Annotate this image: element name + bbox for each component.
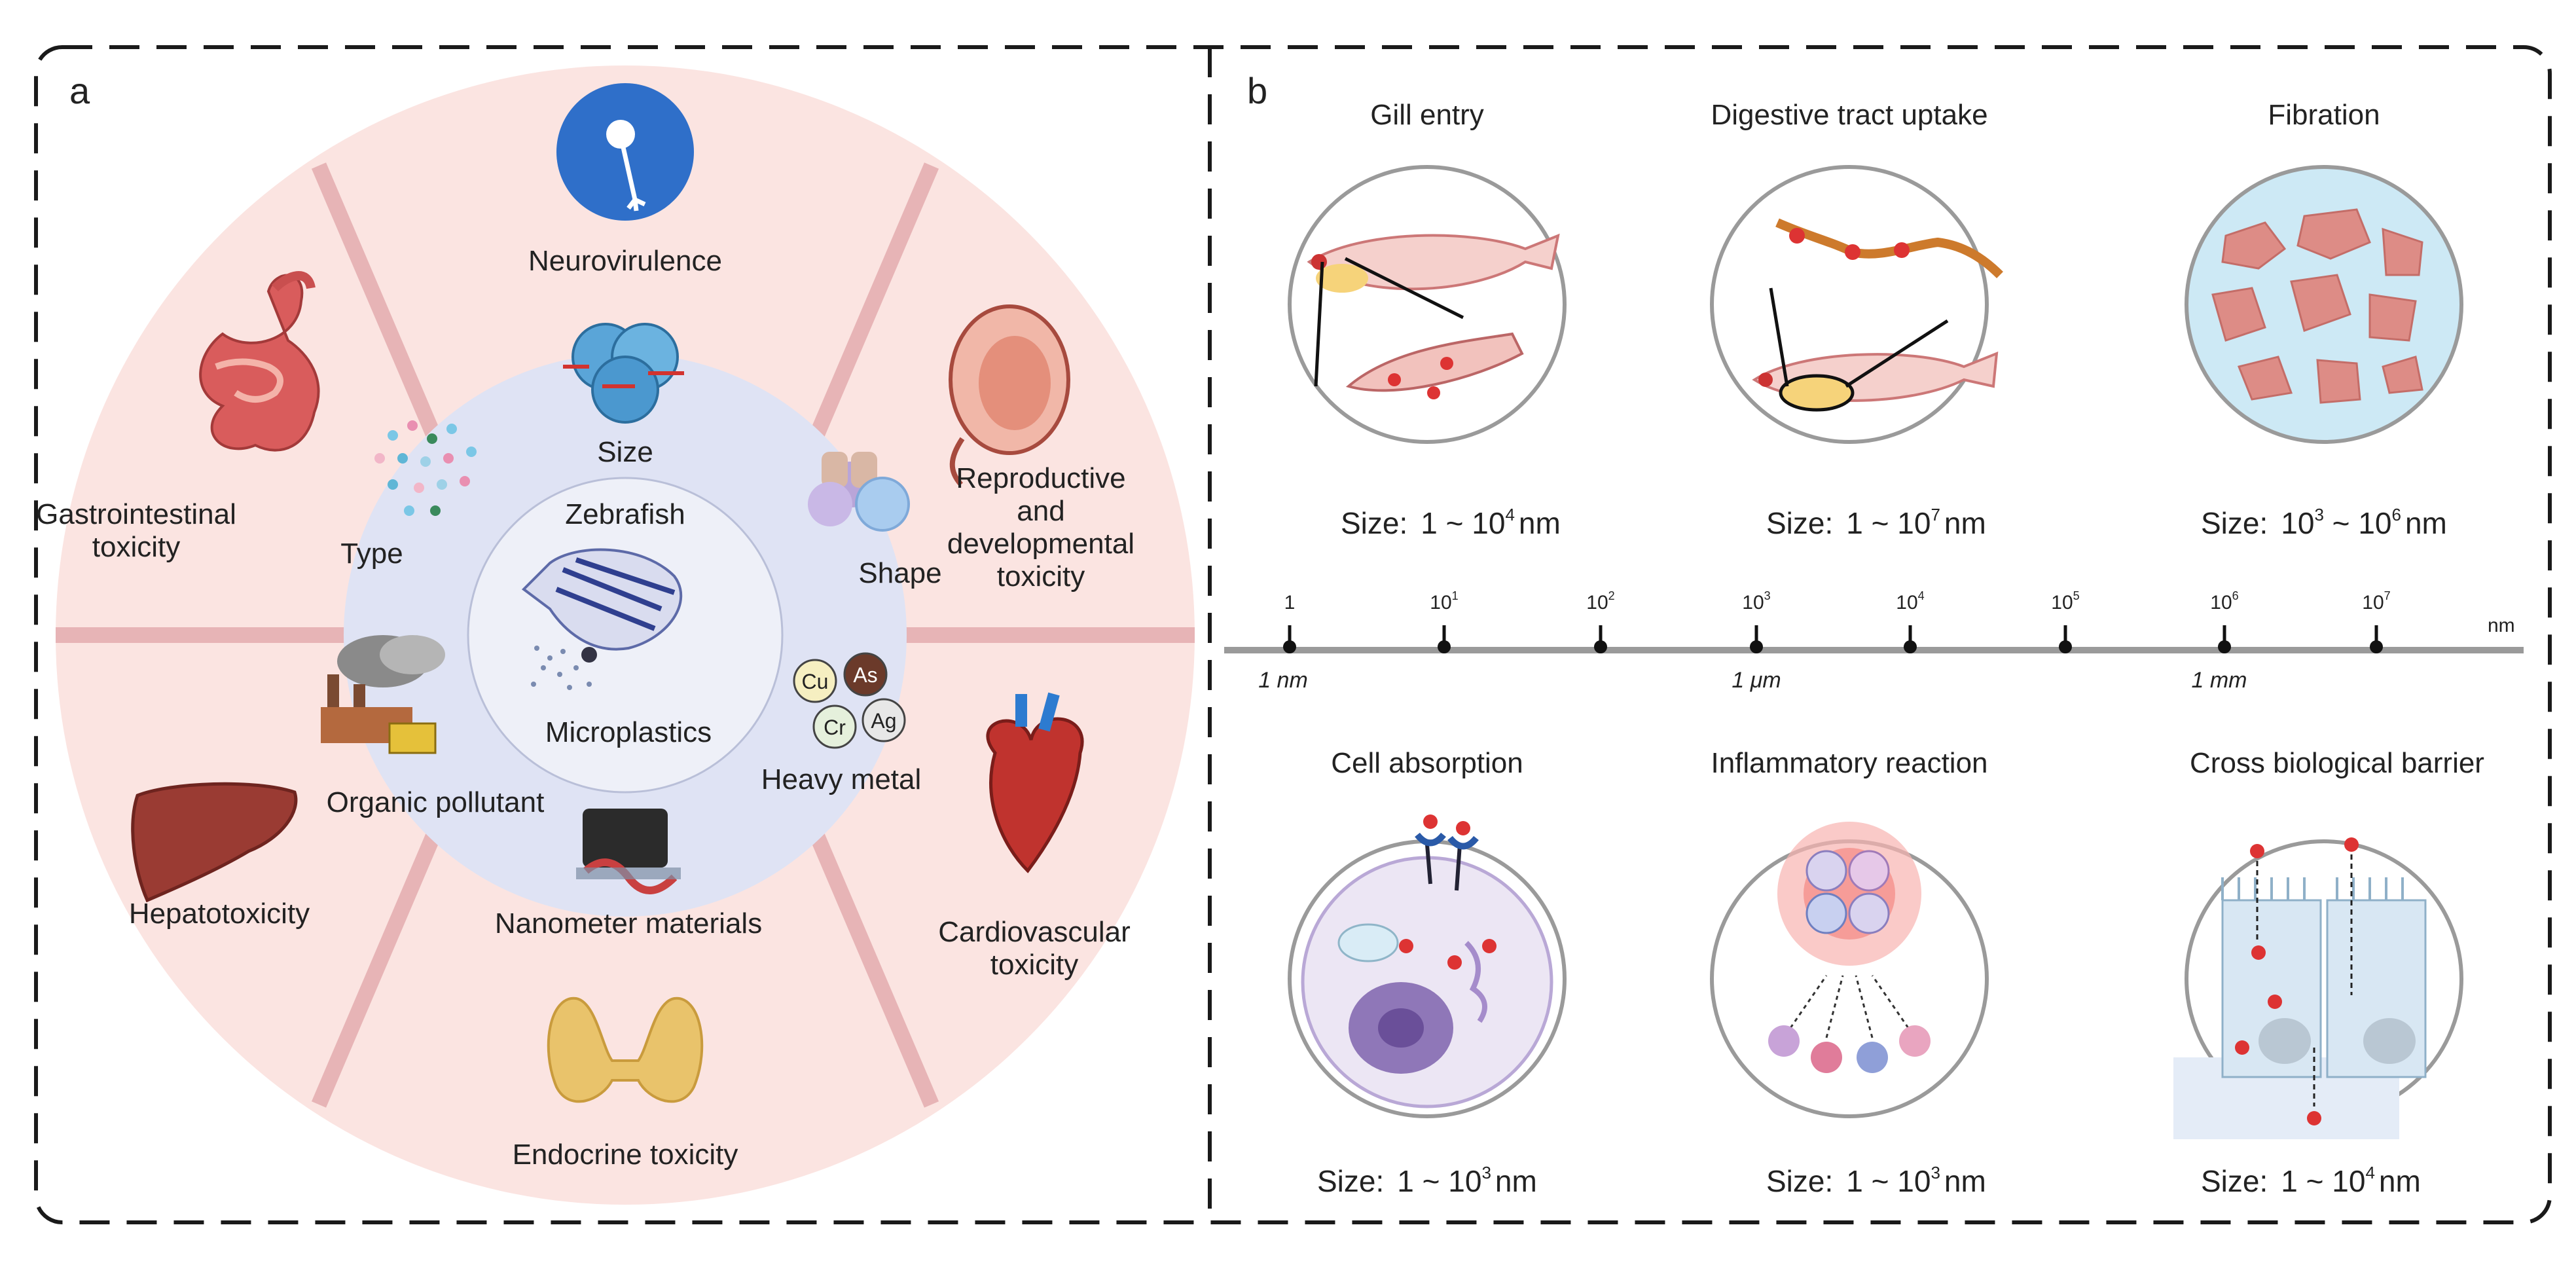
tick-label-5: 105 xyxy=(2051,589,2079,613)
label-reproductive-3: developmental xyxy=(947,528,1134,560)
label-neurovirulence: Neurovirulence xyxy=(528,245,722,277)
label-nanometer-materials: Nanometer materials xyxy=(495,907,762,940)
cell-icon xyxy=(1301,814,1553,1108)
panel-b-letter: b xyxy=(1247,70,1267,111)
particle-types-icon xyxy=(374,420,477,516)
title-cross-biological-barrier: Cross biological barrier xyxy=(2190,747,2484,779)
marker-1mm: 1 mm xyxy=(2192,668,2247,693)
title-gill-entry: Gill entry xyxy=(1370,99,1484,131)
label-reproductive-4: toxicity xyxy=(997,560,1085,593)
heart-icon xyxy=(986,692,1084,873)
tick-label-4: 104 xyxy=(1896,589,1924,613)
label-heavy-metal: Heavy metal xyxy=(761,763,922,795)
label-type: Type xyxy=(340,538,403,570)
microplastic-dots xyxy=(531,646,592,690)
metal-cr: Cr xyxy=(824,716,846,739)
heavy-metal-icons: Cu As Cr Ag xyxy=(793,652,906,749)
tick-label-3: 103 xyxy=(1742,589,1770,613)
fibrosis-cells-icon xyxy=(2211,208,2423,404)
title-digestive-tract-uptake: Digestive tract uptake xyxy=(1711,99,1987,131)
copper-icon xyxy=(793,659,837,703)
inflammation-icon xyxy=(1768,822,1931,1073)
metal-as: As xyxy=(853,663,877,687)
chromium-icon xyxy=(812,704,857,749)
panel-b: b Gill entry Digestive tract uptake Fibr… xyxy=(1224,70,2524,1198)
label-size: Size xyxy=(597,436,653,468)
label-reproductive-2: and xyxy=(1017,495,1064,527)
panel-a: a Neurovirulence Gastrointestinal toxici… xyxy=(36,65,1195,1205)
center-label-zebrafish: Zebrafish xyxy=(565,498,685,530)
liver-icon xyxy=(131,782,298,903)
scale-ticks xyxy=(1283,625,2383,653)
tick-label-2: 102 xyxy=(1586,589,1614,613)
label-shape: Shape xyxy=(858,557,941,589)
neuron-icon xyxy=(556,83,694,221)
scale-unit: nm xyxy=(2488,615,2515,636)
metal-cu: Cu xyxy=(802,670,829,693)
label-cardiovascular-1: Cardiovascular xyxy=(938,916,1130,948)
panel-a-letter: a xyxy=(69,70,90,111)
label-gastrointestinal-2: toxicity xyxy=(92,531,180,563)
label-organic-pollutant: Organic pollutant xyxy=(327,786,545,818)
tick-label-1: 101 xyxy=(1430,589,1458,613)
metal-ag: Ag xyxy=(871,709,896,733)
title-inflammatory-reaction: Inflammatory reaction xyxy=(1711,747,1987,779)
tick-label-7: 107 xyxy=(2362,589,2390,613)
label-gastrointestinal-1: Gastrointestinal xyxy=(36,498,236,530)
intestine-icon xyxy=(199,271,320,452)
tick-label-6: 106 xyxy=(2210,589,2238,613)
arsenic-icon xyxy=(843,652,888,697)
label-cardiovascular-2: toxicity xyxy=(990,949,1078,981)
title-fibration: Fibration xyxy=(2268,99,2380,131)
gill-fish-icon xyxy=(1307,233,1560,399)
shapes-icon xyxy=(808,452,910,532)
silver-icon xyxy=(862,698,906,742)
label-endocrine: Endocrine toxicity xyxy=(513,1139,738,1171)
title-cell-absorption: Cell absorption xyxy=(1331,747,1523,779)
label-hepatotoxicity: Hepatotoxicity xyxy=(129,898,310,930)
gill-entry-illustration xyxy=(1288,165,1567,444)
tick-label-0: 1 xyxy=(1284,592,1296,613)
particles-size-icon xyxy=(563,323,684,424)
outer-dashed-frame xyxy=(34,45,2552,1224)
fetus-icon xyxy=(949,304,1070,486)
marker-1um: 1 μm xyxy=(1732,668,1781,693)
ring-spokes xyxy=(56,162,1195,1108)
digestive-fish-icon xyxy=(1752,218,2003,412)
marker-1nm: 1 nm xyxy=(1258,668,1308,693)
center-label-microplastics: Microplastics xyxy=(545,716,712,748)
label-reproductive-1: Reproductive xyxy=(956,462,1125,494)
thyroid-icon xyxy=(547,996,704,1103)
factory-icon xyxy=(321,635,445,754)
nanomaterial-icon xyxy=(576,809,681,894)
zebrafish-icon xyxy=(521,548,683,663)
barrier-cells-icon xyxy=(2221,837,2427,1125)
